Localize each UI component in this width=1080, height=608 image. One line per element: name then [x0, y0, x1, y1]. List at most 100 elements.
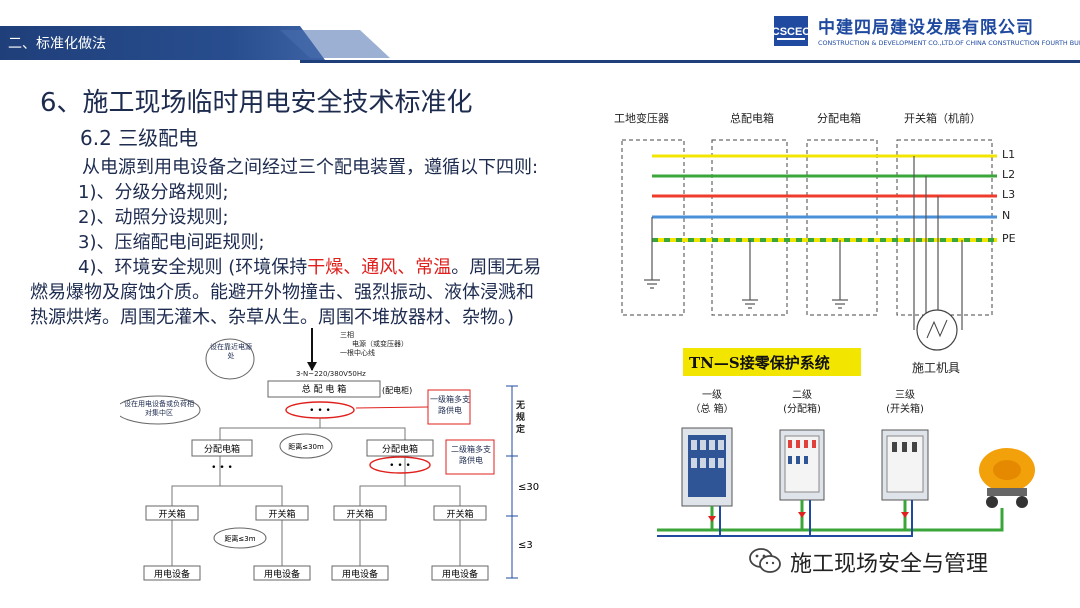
voltage-label: 3-N~220/380V50Hz [296, 370, 366, 378]
dist-box-highlight [369, 456, 431, 474]
callout-30m-text: 距离≤30m [288, 442, 324, 451]
section-subtitle: 6.2 三级配电 [80, 126, 199, 150]
rule-4-line-3: 热源烘烤。周围无灌木、杂草从生。周围不堆放器材、杂物。) [30, 307, 515, 328]
level2-sub: (分配箱) [783, 402, 821, 415]
rule-1: 1)、分级分路规则; [78, 182, 229, 203]
source-arrowhead-icon [307, 362, 317, 371]
tns-diagram: 一级 （总 箱） 二级 (分配箱) 三级 (开关箱) [657, 389, 1035, 537]
callout-near-source-text: 设在靠近电源处 [210, 343, 252, 360]
callout-3m [213, 527, 267, 549]
distribution-tree-diagram: 三相 电源（或变压器） 一根中心线 3-N~220/380V50Hz 总 配 电… [120, 328, 539, 581]
level3-sub: (开关箱) [886, 402, 924, 415]
callout-load-center-text: 设在用电设备或负荷相对集中区 [124, 400, 194, 417]
callout-near-source [205, 338, 255, 380]
scale-label-2: ≤30 [518, 482, 539, 493]
label-L1: L1 [1002, 148, 1015, 161]
company-logo-icon: CSCEC [772, 16, 810, 46]
switch-box-3-label: 开关箱 [346, 508, 373, 520]
wechat-icon [748, 546, 782, 576]
dist-box-enclosure [806, 139, 878, 316]
device-2 [253, 565, 311, 581]
main-box [267, 380, 381, 398]
switch-cabinet-icon [881, 429, 929, 501]
wiring-col4: 开关箱（机前） [904, 111, 981, 125]
tree-branches [171, 418, 461, 566]
main-cabinet-icon [681, 427, 733, 507]
distance-scale [506, 385, 518, 579]
switch-box-2-label: 开关箱 [268, 508, 295, 520]
main-box-label: 总 配 电 箱 [302, 383, 347, 395]
switch-box-1-label: 开关箱 [158, 508, 185, 520]
main-box-dots: • • • [309, 406, 331, 416]
dist-box-right [366, 439, 434, 457]
section-label: 二、标准化做法 [8, 36, 106, 52]
ground-arrows [708, 512, 909, 522]
callout-3m-text: 距离≤3m [224, 534, 255, 543]
company-name-en: CONSTRUCTION & DEVELOPMENT CO.,LTD.OF CH… [818, 39, 1080, 47]
callout-load-center [120, 395, 201, 425]
device-3-label: 用电设备 [342, 568, 378, 580]
note-three-phase: 三相 [340, 330, 354, 339]
callout-30m [279, 433, 333, 459]
section-tab [0, 26, 325, 60]
motor-symbol-icon [926, 319, 948, 339]
switch-box-1 [145, 505, 199, 521]
device-4-label: 用电设备 [442, 568, 478, 580]
rule-4: 4)、环境安全规则 (环境保持干燥、通风、常温。周围无易 [30, 255, 615, 280]
dist-box-right-label: 分配电箱 [382, 443, 418, 455]
switch-box-2 [255, 505, 309, 521]
machine-label: 施工机具 [912, 361, 960, 375]
main-box-note: (配电柜) [382, 385, 412, 395]
device-1 [143, 565, 201, 581]
level1-sub: （总 箱） [690, 402, 733, 415]
rule-3: 3)、压缩配电间距规则; [78, 232, 265, 253]
label-N: N [1002, 209, 1010, 222]
tns-cables [657, 500, 1004, 532]
wiring-col1: 工地变压器 [614, 111, 669, 125]
dist-box-left-dots: • • • [211, 463, 233, 473]
dist-box-left [191, 439, 253, 457]
watermark-text: 施工现场安全与管理 [790, 552, 989, 577]
wiring-col2: 总配电箱 [730, 111, 774, 125]
tns-banner-text: TN—S接零保护系统 [689, 354, 830, 372]
rule-4-part-a: 4)、环境安全规则 (环境保持 [78, 257, 308, 278]
scale-label-3: ≤3 [518, 540, 533, 551]
concrete-mixer-icon [979, 448, 1035, 508]
distribution-cabinet-icon [779, 429, 825, 501]
switch-box-4 [433, 505, 487, 521]
wiring-col3: 分配电箱 [817, 111, 861, 125]
header-rule [300, 60, 1080, 63]
tns-banner: TN—S接零保护系统 [683, 348, 861, 376]
callout-level1-text: 一级箱多支路供电 [430, 395, 470, 415]
switch-box-3 [333, 505, 387, 521]
device-1-label: 用电设备 [154, 568, 190, 580]
dist-box-right-dots: • • • [389, 461, 411, 471]
rules-text: 从电源到用电设备之间经过三个配电装置，遵循以下四则: 1)、分级分路规则; 2)… [30, 155, 615, 330]
label-L3: L3 [1002, 188, 1015, 201]
callout-level1-pointer [355, 406, 429, 409]
device-2-label: 用电设备 [264, 568, 300, 580]
level1-title: 一级 [702, 389, 722, 401]
rule-2: 2)、动照分设规则; [78, 207, 229, 228]
callout-level2 [445, 439, 495, 475]
main-box-enclosure [711, 139, 788, 316]
tns-cables-blue [657, 500, 913, 537]
rule-4-highlight: 干燥、通风、常温 [307, 257, 452, 278]
label-PE: PE [1002, 232, 1016, 245]
device-4 [431, 565, 489, 581]
switch-box-enclosure [896, 139, 993, 316]
note-neutral: 一根中心线 [340, 348, 375, 357]
callout-level2-text: 二级箱多支路供电 [451, 445, 491, 465]
rule-4-part-b: 。周围无易 [451, 257, 542, 278]
dist-box-left-label: 分配电箱 [204, 443, 240, 455]
level3-title: 三级 [895, 389, 915, 401]
company-name-cn: 中建四局建设发展有限公司 [818, 18, 1034, 38]
label-L2: L2 [1002, 168, 1015, 181]
intro-line: 从电源到用电设备之间经过三个配电装置，遵循以下四则: [82, 157, 539, 178]
ground-symbols [644, 156, 963, 330]
wiring-diagram: 工地变压器 总配电箱 分配电箱 开关箱（机前） L1 L2 L3 N PE 施工… [614, 111, 1016, 375]
callout-level1 [427, 389, 471, 425]
level2-title: 二级 [792, 389, 812, 401]
page-title: 6、施工现场临时用电安全技术标准化 [40, 88, 473, 118]
scale-label-1: 无规定 [516, 401, 525, 435]
